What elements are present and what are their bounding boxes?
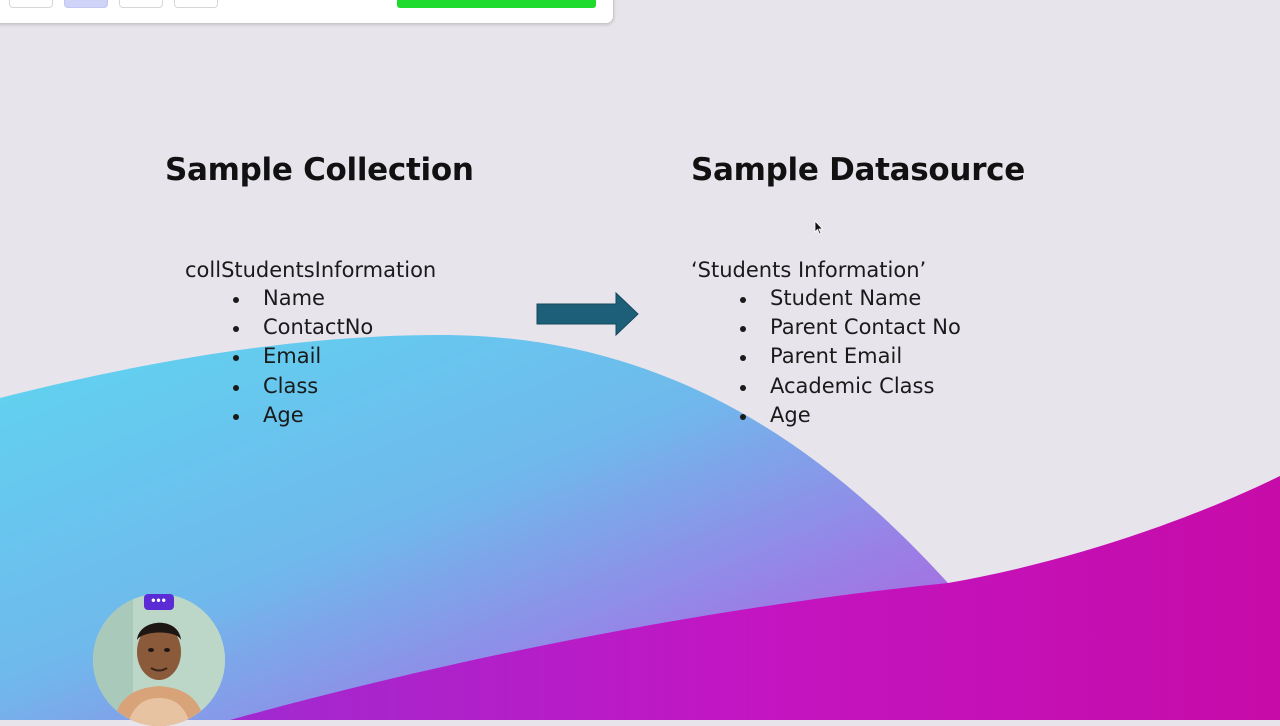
wave-magenta [230,476,1280,720]
datasource-title: Sample Datasource [691,152,1025,188]
collection-field-item: Class [231,372,373,401]
datasource-field-item: Academic Class [738,372,961,401]
datasource-field-item: Parent Email [738,342,961,371]
recording-progress-bar [397,0,596,8]
toolbar-button-1[interactable] [9,0,53,8]
toolbar-button-4[interactable] [174,0,218,8]
collection-field-item: ContactNo [231,313,373,342]
datasource-field-item: Parent Contact No [738,313,961,342]
collection-name: collStudentsInformation [185,258,437,282]
collection-field-item: Email [231,342,373,371]
collection-title: Sample Collection [165,152,474,188]
webcam-feed [93,594,225,726]
collection-field-item: Age [231,401,373,430]
toolbar-button-3[interactable] [119,0,163,8]
datasource-name: ‘Students Information’ [691,258,927,282]
collection-field-list: Name ContactNo Email Class Age [231,284,373,430]
mouse-cursor-icon [814,220,824,235]
arrow-right-icon [536,292,639,336]
more-dots-icon[interactable]: ••• [144,594,174,610]
toolbar-button-2[interactable] [64,0,108,8]
collection-field-item: Name [231,284,373,313]
datasource-field-list: Student Name Parent Contact No Parent Em… [738,284,961,430]
datasource-field-item: Age [738,401,961,430]
datasource-field-item: Student Name [738,284,961,313]
presentation-toolbar [0,0,614,24]
